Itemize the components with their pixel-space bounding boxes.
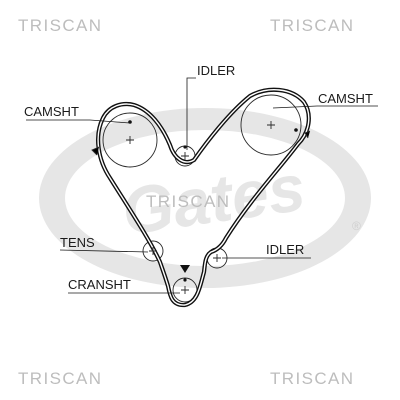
camshaft-pulley-left	[102, 112, 158, 168]
label-crankshaft: CRANSHT	[68, 277, 131, 292]
watermark-bottom-left: TRISCAN	[18, 369, 102, 388]
chevron-icon	[91, 146, 100, 156]
timing-dot-crankshaft	[183, 278, 187, 282]
timing-dot-idler-top	[183, 145, 187, 149]
watermark-bottom-right: TRISCAN	[270, 369, 354, 388]
leader-idler-top	[186, 77, 196, 150]
label-camshaft-left: CAMSHT	[24, 104, 79, 119]
label-camshaft-right: CAMSHT	[318, 91, 373, 106]
watermark-center: TRISCAN	[146, 192, 230, 211]
label-idler-right: IDLER	[266, 242, 304, 257]
timing-belt	[96, 87, 311, 308]
leader-tensioner	[59, 249, 149, 253]
tensioner-pulley	[142, 240, 164, 262]
pulley-centres	[126, 120, 298, 294]
gates-logo-watermark: Gates ®	[39, 108, 371, 288]
label-idler-top: IDLER	[197, 63, 235, 78]
watermark-top-left: TRISCAN	[18, 16, 102, 35]
leader-camshaft-right	[272, 105, 378, 109]
camshaft-pulley-right	[240, 94, 302, 156]
registered-mark: ®	[352, 219, 361, 233]
watermark-top-right: TRISCAN	[270, 16, 354, 35]
chevron-icon-right	[304, 130, 311, 139]
label-tensioner: TENS	[60, 235, 95, 250]
triangle-down-icon	[180, 265, 190, 273]
timing-dot-camshaft-right	[294, 128, 298, 132]
leader-camshaft-left	[26, 119, 131, 124]
